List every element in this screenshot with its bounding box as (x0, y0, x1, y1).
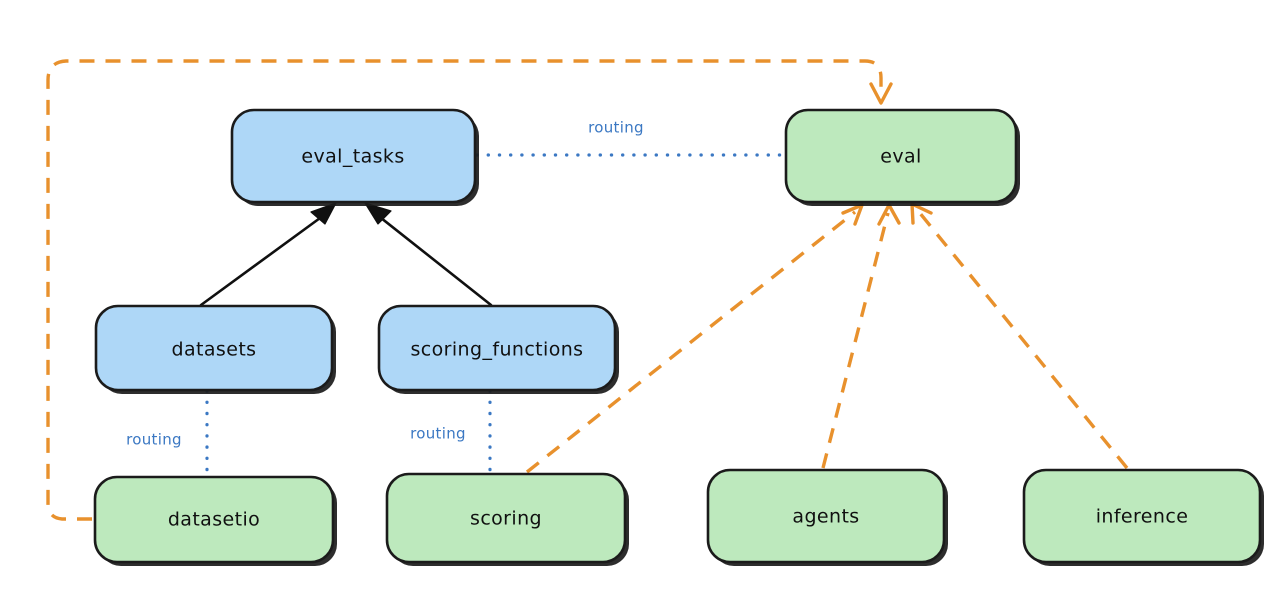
node-scoring[interactable]: scoring (385, 472, 629, 566)
node-label-datasets: datasets (172, 339, 257, 361)
node-eval-tasks[interactable]: eval_tasks (230, 108, 479, 206)
edge-inference-to-eval (910, 202, 1129, 470)
edge-label-routing-scoring-functions-scoring: routing (410, 425, 466, 443)
node-label-eval: eval (880, 146, 921, 168)
node-label-inference: inference (1096, 506, 1189, 528)
edge-datasets-to-eval_tasks (199, 202, 337, 307)
edge-label-routing-eval-tasks-eval: routing (588, 119, 644, 137)
node-scoring-functions[interactable]: scoring_functions (377, 304, 619, 394)
edge-label-routing-datasets-datasetio: routing (126, 431, 182, 449)
node-datasets[interactable]: datasets (94, 304, 336, 394)
edge-agents-to-eval (821, 203, 901, 469)
node-label-eval-tasks: eval_tasks (301, 146, 404, 168)
node-datasetio[interactable]: datasetio (93, 475, 337, 566)
node-label-datasetio: datasetio (168, 509, 260, 531)
node-label-scoring: scoring (470, 508, 542, 530)
edge-scoring_functions-to-eval_tasks (364, 202, 493, 307)
node-label-scoring-functions: scoring_functions (411, 339, 584, 361)
node-eval[interactable]: eval (784, 108, 1020, 206)
node-label-agents: agents (792, 506, 859, 528)
edge-datasetio-to-eval (46, 59, 893, 521)
node-agents[interactable]: agents (706, 468, 948, 566)
node-inference[interactable]: inference (1022, 468, 1264, 566)
